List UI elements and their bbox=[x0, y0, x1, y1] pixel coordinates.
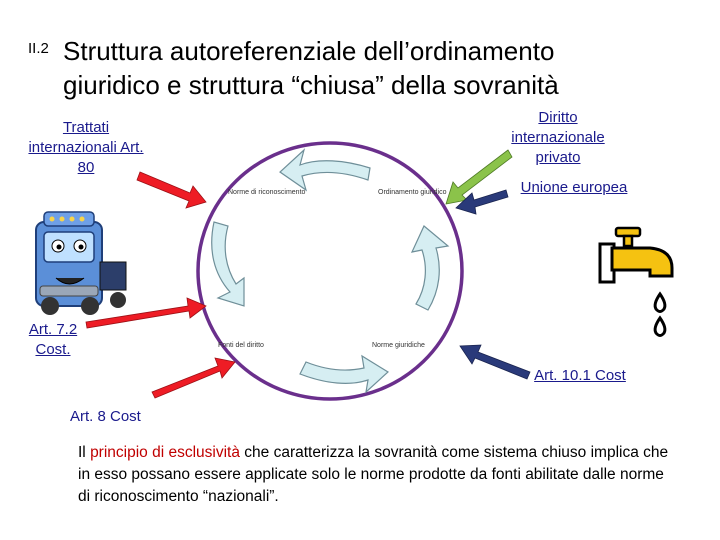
title-line-2: giuridico e struttura “chiusa” della sov… bbox=[63, 70, 559, 100]
node-norme-riconoscimento: Norme di riconoscimento bbox=[228, 189, 306, 196]
navy-arrow-unione-europea bbox=[455, 189, 509, 215]
cycle-circle bbox=[196, 141, 464, 401]
label-art-8: Art. 8 Cost bbox=[70, 408, 141, 425]
red-arrow-art8 bbox=[151, 357, 236, 399]
red-arrow-trattati bbox=[136, 171, 207, 209]
cycle-arrow-right bbox=[410, 225, 450, 311]
node-fonti-diritto: Fonti del diritto bbox=[218, 342, 264, 349]
page-title: Struttura autoreferenziale dell’ordiname… bbox=[63, 34, 663, 102]
green-arrow-diritto-privato bbox=[445, 149, 513, 205]
cycle-arrow-left bbox=[211, 221, 245, 307]
label-art-7-2[interactable]: Art. 7.2 Cost. bbox=[28, 321, 78, 358]
red-arrow-art72 bbox=[85, 297, 207, 329]
slide-number: II.2 bbox=[28, 40, 49, 57]
label-diritto-privato[interactable]: Diritto internazionale privato bbox=[511, 109, 605, 166]
cycle-arrow-top bbox=[279, 148, 371, 192]
navy-arrow-art101 bbox=[459, 344, 531, 380]
truck-icon bbox=[35, 211, 127, 315]
footer-text: Il principio di esclusività che caratter… bbox=[78, 442, 678, 508]
cycle-arrow-bottom bbox=[299, 354, 389, 394]
label-art-10-1[interactable]: Art. 10.1 Cost bbox=[534, 367, 626, 384]
title-line-1: Struttura autoreferenziale dell’ordiname… bbox=[63, 36, 555, 66]
water-drop-icon bbox=[653, 291, 667, 337]
footer-highlight: principio di esclusività bbox=[90, 444, 240, 461]
node-ordinamento-giuridico: Ordinamento giuridico bbox=[378, 189, 447, 196]
faucet-icon bbox=[598, 226, 674, 284]
footer-prefix: Il bbox=[78, 444, 91, 461]
label-unione-europea[interactable]: Unione europea bbox=[520, 179, 628, 196]
label-trattati[interactable]: Trattati internazionali Art. 80 bbox=[28, 119, 144, 176]
footer-suffix: che caratterizza la sovranità come siste… bbox=[78, 444, 669, 505]
node-norme-giuridiche: Norme giuridiche bbox=[372, 342, 425, 349]
